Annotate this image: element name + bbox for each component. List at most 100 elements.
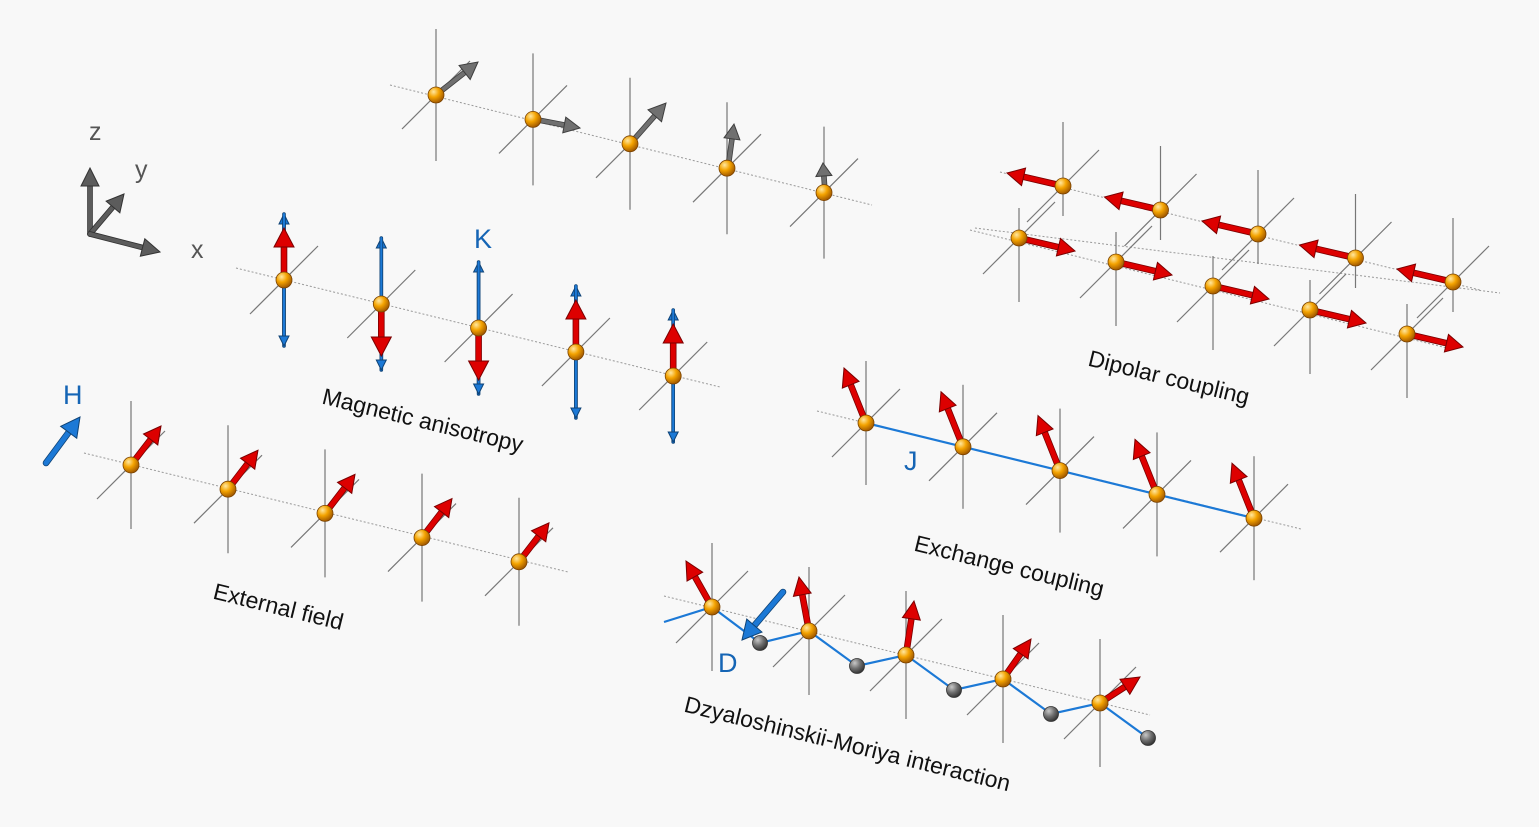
dmi-spin-5-head xyxy=(1119,676,1141,696)
exchange-atom-4 xyxy=(1148,485,1166,503)
exchange-spin-5 xyxy=(1229,462,1258,522)
z-axis-label: z xyxy=(89,118,102,146)
atoms-layer xyxy=(122,86,1462,746)
dmi-vector-arrow-d-shaft xyxy=(751,589,786,629)
z-axis-arrow xyxy=(80,166,100,237)
anisotropy-axis-down-4-head xyxy=(570,407,582,420)
dmi-vector-arrow-d xyxy=(741,588,787,641)
dmi-atom-5 xyxy=(1091,694,1109,712)
exchange-atom-2 xyxy=(954,438,972,456)
dipolar-row2-atom-5 xyxy=(1398,325,1416,343)
external-spin-3-head xyxy=(336,473,356,495)
anisotropy-spin-3-head xyxy=(467,360,490,382)
dmi-atom-3 xyxy=(897,646,915,664)
anisotropy-spin-4-head xyxy=(565,298,587,320)
dmi-atom-4 xyxy=(994,670,1012,688)
anisotropy-axis-down-5-head xyxy=(667,431,680,444)
precession-atom-5 xyxy=(815,184,833,202)
dipolar-row2-spin-3-head xyxy=(1249,285,1271,305)
dipolar-row2-spin-4-head xyxy=(1346,309,1368,329)
dipolar-row2-spin-2 xyxy=(1112,258,1174,281)
exchange-spin-2 xyxy=(938,390,967,451)
dmi-spin-2-head xyxy=(792,575,813,597)
dmi-symbol-d: D xyxy=(718,648,738,678)
exchange-spin-1 xyxy=(841,366,870,427)
dipolar-row2-spin-3 xyxy=(1209,282,1271,305)
dipolar-row2-atom-3 xyxy=(1204,277,1222,295)
exchange-spin-3-head xyxy=(1035,414,1054,437)
precession-spin-4-head xyxy=(723,122,741,141)
dipolar-row1-spin-5 xyxy=(1395,263,1457,286)
dipolar-row2-spin-4 xyxy=(1306,306,1368,329)
anisotropy-symbol-k: K xyxy=(474,224,493,254)
z-axis-arrow-head xyxy=(80,166,100,187)
exchange-atom-3 xyxy=(1051,462,1069,480)
precession-atom-4 xyxy=(718,159,736,177)
exchange-spin-4-head xyxy=(1132,438,1151,461)
external-field-arrow-h xyxy=(42,416,81,467)
dmi-atom-2 xyxy=(800,622,818,640)
dipolar-row1-spin-3-head xyxy=(1200,215,1222,235)
y-axis-arrow xyxy=(87,193,125,237)
external-spin-2-head xyxy=(239,449,259,471)
anisotropy-atom-2 xyxy=(372,295,390,313)
dipolar-row1-spin-1-head xyxy=(1005,167,1027,187)
anisotropy-axis-down-1-head xyxy=(278,335,290,348)
external-field-arrow-h-shaft xyxy=(43,429,72,466)
external-atom-5 xyxy=(510,553,528,571)
dipolar-row1-spin-3 xyxy=(1200,215,1262,238)
x-axis-arrow-head xyxy=(139,237,162,257)
exchange-spin-3 xyxy=(1035,414,1064,474)
dmi-neighbor-atom-5 xyxy=(1140,730,1156,746)
precession-atom-2 xyxy=(524,111,542,128)
exchange-spin-5-head xyxy=(1229,462,1248,485)
anisotropy-axis-down-3-head xyxy=(472,383,485,396)
dipolar-row2-spin-5 xyxy=(1403,330,1465,353)
anisotropy-atom-5 xyxy=(664,367,682,385)
external-field-arrow-h-head xyxy=(59,416,81,440)
dmi-spin-1-head xyxy=(685,560,704,582)
y-axis-arrow-head xyxy=(105,193,125,214)
precession-atom-1 xyxy=(427,86,445,104)
dmi-atom-1 xyxy=(703,598,721,616)
external-atom-4 xyxy=(413,529,431,546)
y-axis-label: y xyxy=(135,156,148,184)
external-atom-3 xyxy=(316,505,334,522)
exchange-atom-5 xyxy=(1245,509,1263,527)
dipolar-row1-spin-2-head xyxy=(1103,191,1124,211)
external-atom-1 xyxy=(122,456,140,474)
dmi-neighbor-atom-2 xyxy=(849,658,865,674)
dmi-neighbor-atom-3 xyxy=(946,682,962,698)
dipolar-row1-spin-4-head xyxy=(1298,239,1319,259)
external-spin-1-head xyxy=(142,425,162,446)
dipolar-row2-spin-1 xyxy=(1015,234,1077,257)
dmi-spin-3-head xyxy=(901,599,921,621)
dipolar-row2-spin-1-head xyxy=(1055,237,1077,257)
exchange-spin-4 xyxy=(1132,438,1161,498)
dipolar-row1-spin-5-head xyxy=(1395,263,1417,283)
exchange-spin-1-head xyxy=(841,366,860,389)
dipolar-row1-atom-5 xyxy=(1444,273,1462,291)
x-axis-label: x xyxy=(191,236,204,264)
precession-spin-5-head xyxy=(815,162,833,178)
precession-spin-3-head xyxy=(647,102,667,123)
lattice-lines-layer xyxy=(83,29,1501,767)
exchange-atom-1 xyxy=(857,414,875,432)
x-axis-arrow xyxy=(87,231,162,257)
anisotropy-atom-1 xyxy=(275,271,293,289)
dipolar-row1-atom-4 xyxy=(1347,249,1364,267)
dmi-neighbor-atom-1 xyxy=(752,635,768,651)
x-axis-arrow-shaft xyxy=(88,232,145,250)
dipolar-row2-spin-2-head xyxy=(1152,261,1174,281)
anisotropy-atom-3 xyxy=(470,319,488,337)
precession-spin-2-head xyxy=(562,116,582,134)
dipolar-row1-spin-1 xyxy=(1005,167,1067,190)
external-spin-5-head xyxy=(530,521,550,543)
dipolar-row1-spin-2 xyxy=(1103,191,1164,214)
dipolar-row1-atom-2 xyxy=(1152,201,1169,219)
dipolar-row2-spin-5-head xyxy=(1443,333,1465,353)
dipolar-row1-atom-1 xyxy=(1054,177,1072,195)
anisotropy-spin-2-head xyxy=(370,336,393,358)
dipolar-row2-atom-1 xyxy=(1010,229,1028,247)
